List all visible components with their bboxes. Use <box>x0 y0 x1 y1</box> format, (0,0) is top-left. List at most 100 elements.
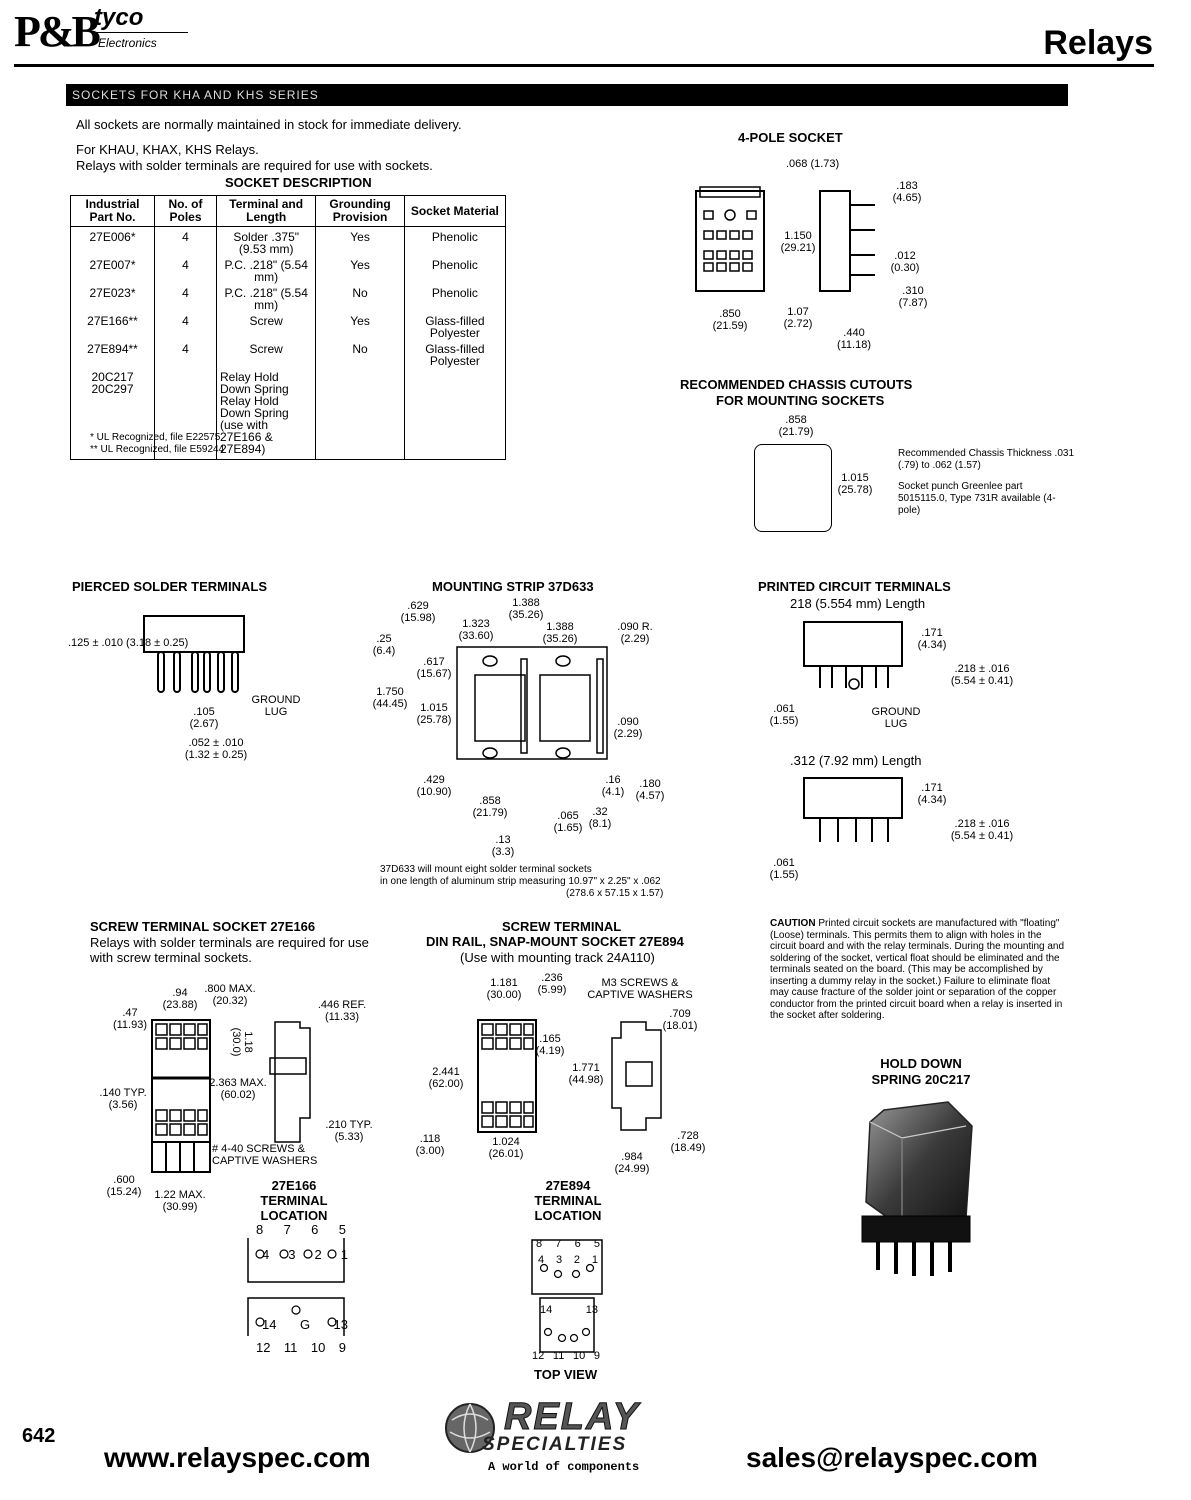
dim-236: .236 (5.99) <box>537 972 567 996</box>
intro-line-2: For KHAU, KHAX, KHS Relays. <box>76 142 259 157</box>
din-sub: (Use with mounting track 24A110) <box>460 950 655 965</box>
dim-1388-a: 1.388 (35.26) <box>508 597 544 621</box>
dim-140-typ: .140 TYP. (3.56) <box>99 1087 147 1111</box>
section-title-bar: SOCKETS FOR KHA AND KHS SERIES <box>66 84 1068 106</box>
strip-note-1: 37D633 will mount eight solder terminal … <box>380 864 592 875</box>
pcb-length-1: 218 (5.554 mm) Length <box>790 596 926 611</box>
dim-1024: 1.024 (26.01) <box>488 1136 524 1160</box>
dim-012: .012 (0.30) <box>890 250 920 274</box>
table-row: 20C217 20C297 Relay Hold Down Spring Rel… <box>70 367 507 460</box>
logo-tagline: A world of components <box>488 1460 640 1474</box>
category-title: Relays <box>1043 24 1153 62</box>
cell-material: Phenolic <box>403 226 507 255</box>
term-num: 2 <box>314 1247 322 1262</box>
logo-rule <box>92 32 188 33</box>
screws-note: # 4-40 SCREWS & CAPTIVE WASHERS <box>212 1143 318 1167</box>
dim-25: .25 (6.4) <box>372 633 396 657</box>
top-view-label: TOP VIEW <box>534 1367 598 1382</box>
term-num: G <box>299 1317 311 1332</box>
table-row: 27E894** 4 Screw No Glass-filled Polyest… <box>70 339 507 367</box>
cell-part: 20C217 20C297 <box>70 367 155 460</box>
tyco-logo: tyco <box>94 4 144 31</box>
term-title-line: TERMINAL <box>260 1193 328 1208</box>
pcb-ground-lug: GROUND LUG <box>871 706 921 730</box>
m3-screws-note: M3 SCREWS & CAPTIVE WASHERS <box>587 977 693 1001</box>
cell-terminal: Relay Hold Down Spring Relay Hold Down S… <box>215 367 317 460</box>
dim-183: .183 (4.65) <box>892 180 922 204</box>
dim-1181: 1.181 (30.00) <box>486 977 522 1001</box>
part-20c297: 20C297 <box>91 382 134 396</box>
term-title-line: LOCATION <box>534 1208 602 1223</box>
hold-down-spring-photo <box>861 1101 973 1276</box>
screw-socket-title: SCREW TERMINAL SOCKET 27E166 <box>90 919 316 934</box>
pierced-drawing <box>143 615 245 693</box>
term-num: 12 <box>256 1340 271 1355</box>
dim-32: .32 (8.1) <box>588 806 612 830</box>
page-number: 642 <box>22 1425 56 1447</box>
dim-105: .105 (2.67) <box>189 706 219 730</box>
chassis-cutout-shape <box>754 444 832 532</box>
dim-107: 1.07 (2.72) <box>783 306 813 330</box>
dim-090r: .090 R. (2.29) <box>617 621 653 645</box>
cell-part: 27E894** <box>70 339 155 367</box>
dim-052: .052 ± .010 (1.32 ± 0.25) <box>184 737 248 761</box>
header-rule <box>14 64 1154 67</box>
col-header-poles: No. of Poles <box>154 195 217 227</box>
pcb-length-2: .312 (7.92 mm) Length <box>790 753 922 768</box>
dim-1771: 1.771 (44.98) <box>568 1062 604 1086</box>
socket-description-table: Industrial Part No. No. of Poles Termina… <box>70 195 507 460</box>
dim-pcb2-171: .171 (4.34) <box>917 782 947 806</box>
logo-relay-text: RELAY <box>504 1396 640 1439</box>
intro-line-3: Relays with solder terminals are require… <box>76 158 433 173</box>
part-20c217: 20C217 <box>91 370 134 384</box>
cell-material: Glass-filled Polyester <box>403 311 507 339</box>
website-link[interactable]: www.relayspec.com <box>104 1442 371 1473</box>
cell-grounding: Yes <box>315 311 405 339</box>
cell-terminal: P.C. .218" (5.54 mm) <box>215 255 317 283</box>
dim-pcb1-218: .218 ± .016 (5.54 ± 0.41) <box>950 663 1014 687</box>
dim-090: .090 (2.29) <box>613 716 643 740</box>
strip-note-3: (278.6 x 57.15 x 1.57) <box>566 888 664 899</box>
term-num: 9 <box>593 1350 600 1362</box>
dim-065: .065 (1.65) <box>553 810 583 834</box>
ground-lug-label: GROUND LUG <box>251 694 301 718</box>
cell-part: 27E166** <box>70 311 155 339</box>
term-num: 13 <box>585 1304 598 1316</box>
term-num: 10 <box>310 1340 326 1355</box>
four-pole-drawing <box>695 186 875 292</box>
din-title-1: SCREW TERMINAL <box>502 919 622 934</box>
dim-617: .617 (15.67) <box>416 656 452 680</box>
dim-728: .728 (18.49) <box>670 1130 706 1154</box>
cell-material <box>403 367 507 460</box>
term-title-27e166: 27E166 TERMINAL LOCATION <box>240 1178 348 1223</box>
table-note-1: * UL Recognized, file E22575 <box>90 432 221 443</box>
term-num: 5 <box>593 1238 600 1250</box>
cell-terminal: Solder .375" (9.53 mm) <box>215 226 317 255</box>
dim-629: .629 (15.98) <box>400 600 436 624</box>
strip-note-2: in one length of aluminum strip measurin… <box>380 876 661 887</box>
table-row: 27E166** 4 Screw Yes Glass-filled Polyes… <box>70 311 507 339</box>
dim-210-typ: .210 TYP. (5.33) <box>325 1119 373 1143</box>
chassis-note-2: Socket punch Greenlee part 5015115.0, Ty… <box>898 481 1056 516</box>
dim-125: .125 ± .010 (3.18 ± 0.25) <box>68 637 189 649</box>
dim-16: .16 (4.1) <box>601 774 625 798</box>
table-header-row: Industrial Part No. No. of Poles Termina… <box>70 195 507 227</box>
term-title-line: 27E166 <box>271 1178 317 1193</box>
cell-grounding: No <box>315 283 405 311</box>
dim-1388-b: 1.388 (35.26) <box>542 621 578 645</box>
email-link[interactable]: sales@relayspec.com <box>746 1442 1038 1473</box>
cell-material: Glass-filled Polyester <box>403 339 507 367</box>
col-header-material: Socket Material <box>403 195 507 227</box>
term-num: 8 <box>536 1238 543 1250</box>
term-num: 1 <box>591 1254 598 1266</box>
table-note-2: ** UL Recognized, file E59244 <box>90 444 225 455</box>
term-num: 9 <box>338 1340 346 1355</box>
term-num: 7 <box>555 1238 562 1250</box>
dim-pcb2-061: .061 (1.55) <box>769 857 799 881</box>
socket-table-title: SOCKET DESCRIPTION <box>225 175 372 190</box>
dim-1323: 1.323 (33.60) <box>458 618 494 642</box>
